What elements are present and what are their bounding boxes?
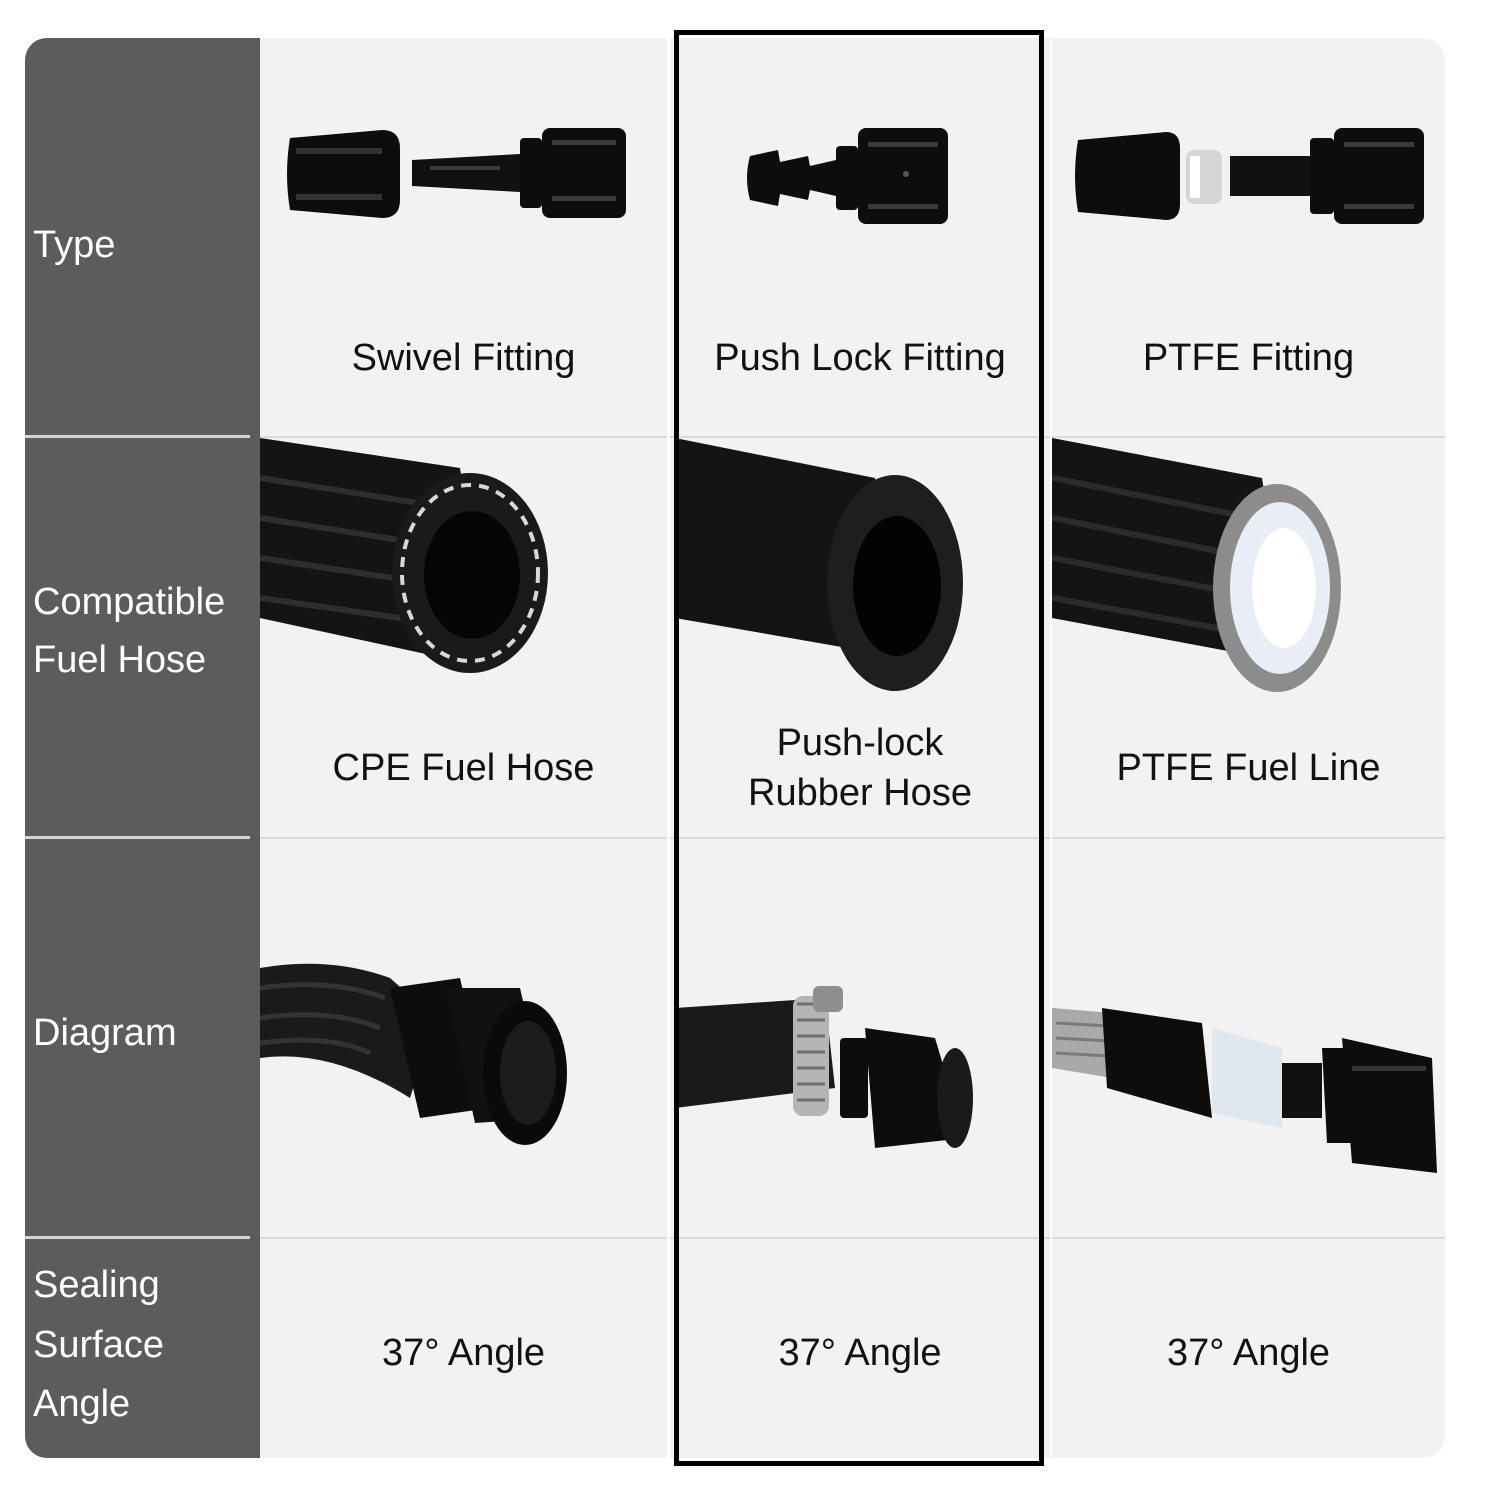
hose-label-line2: Rubber Hose: [748, 772, 972, 814]
push-lock-fitting-image: [747, 128, 948, 224]
ptfe-hose-image: [1052, 438, 1341, 692]
row-divider: [25, 1236, 250, 1239]
sealing-angle-value: 37° Angle: [778, 1332, 942, 1374]
ptfe-hose-assembly-image: [1052, 1008, 1437, 1173]
row-divider: [670, 1237, 1050, 1239]
push-lock-hose-clamp-image: [675, 986, 973, 1148]
hose-label-line1: Push-lock: [776, 722, 944, 764]
rubber-hose-image: [675, 438, 963, 691]
row-label-sidebar: Type Compatible Fuel Hose Diagram Sealin…: [25, 38, 260, 1458]
sealing-angle-value: 37° Angle: [1166, 1332, 1331, 1374]
row-label-diagram: Diagram: [33, 1012, 177, 1054]
row-divider: [260, 837, 667, 839]
row-divider: [260, 1237, 667, 1239]
hose-label: PTFE Fuel Line: [1116, 747, 1381, 789]
row-divider: [1052, 1237, 1445, 1239]
fitting-label: Swivel Fitting: [351, 337, 576, 379]
swivel-fitting-image: [287, 128, 626, 218]
column-push-lock: Push Lock Fitting Push-lock Rubber Hose …: [670, 38, 1050, 1458]
fitting-label: Push Lock Fitting: [714, 337, 1006, 379]
row-label-hose-line1: Compatible: [33, 581, 226, 623]
row-divider: [260, 436, 667, 438]
row-label-angle-line2: Surface: [33, 1324, 164, 1366]
row-divider: [670, 436, 1050, 438]
row-divider: [670, 837, 1050, 839]
column-swivel: Swivel Fitting CPE Fuel Hose 37° Angle: [260, 38, 667, 1458]
ptfe-fitting-image: [1075, 128, 1424, 224]
fitting-label: PTFE Fitting: [1142, 337, 1355, 379]
row-divider: [25, 435, 250, 438]
row-label-hose-line2: Fuel Hose: [33, 639, 207, 681]
row-label-angle-line3: Angle: [33, 1383, 131, 1425]
sealing-angle-value: 37° Angle: [381, 1332, 546, 1374]
swivel-hose-assembly-image: [260, 963, 567, 1145]
row-label-angle-line1: Sealing: [33, 1264, 160, 1306]
row-divider: [1052, 436, 1445, 438]
row-divider: [1052, 837, 1445, 839]
row-label-type: Type: [33, 224, 116, 266]
column-ptfe: PTFE Fitting PTFE Fuel Line 37° Angle: [1052, 38, 1445, 1458]
hose-label: CPE Fuel Hose: [332, 747, 595, 789]
row-divider: [25, 836, 250, 839]
braided-cpe-hose-image: [260, 438, 548, 673]
